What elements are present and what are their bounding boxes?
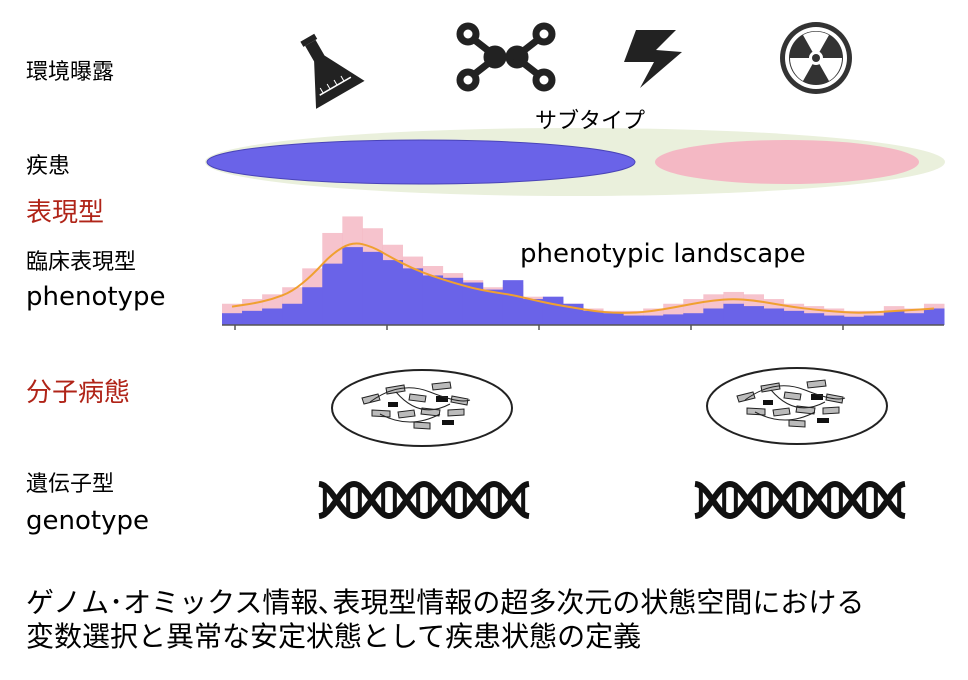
- histogram-bar: [843, 316, 865, 325]
- histogram-bar: [422, 275, 444, 325]
- histogram-bar: [603, 313, 624, 325]
- disease-label: 疾患: [26, 154, 71, 179]
- network-ellipse-left: [331, 369, 513, 447]
- histogram-bar: [342, 247, 363, 325]
- radiation-icon: [780, 22, 852, 94]
- histogram-bar: [883, 310, 905, 325]
- histogram-bar: [803, 313, 825, 325]
- histogram-bar: [542, 296, 564, 325]
- molecular-heading: 分子病態: [26, 378, 131, 408]
- histogram-bar: [643, 315, 664, 325]
- flask-icon: [300, 33, 365, 109]
- histogram-bar: [923, 308, 945, 325]
- histogram-bar: [903, 313, 925, 325]
- molecule-icon: [456, 22, 556, 92]
- histogram-bar: [723, 303, 744, 325]
- histogram-bar: [322, 263, 343, 325]
- lightning-icon: [624, 30, 682, 88]
- genotype-ja-label: 遺伝子型: [26, 472, 115, 497]
- dna-icon-left: [318, 480, 530, 520]
- histogram-bar: [262, 308, 283, 325]
- histogram-bar: [382, 260, 403, 325]
- histogram-bar: [282, 303, 303, 325]
- histogram-bar: [242, 310, 263, 325]
- phenotype-heading: 表現型: [26, 198, 105, 228]
- dna-icon-right: [694, 480, 906, 520]
- histogram-bar: [402, 268, 424, 325]
- histogram-bar: [442, 277, 464, 325]
- histogram-bar: [763, 308, 785, 325]
- phenotype-en-label: phenotype: [26, 282, 166, 312]
- subtype-a-ellipse: [206, 139, 636, 185]
- histogram-bar: [362, 251, 383, 325]
- clinical-phenotype-label: 臨床表現型: [26, 250, 137, 275]
- histogram-bar: [502, 280, 524, 325]
- histogram-bar: [222, 313, 243, 325]
- histogram-bar: [302, 287, 323, 325]
- subtype-b-ellipse: [655, 140, 919, 184]
- landscape-label: phenotypic landscape: [520, 239, 806, 269]
- network-ellipse-right: [706, 367, 888, 445]
- exposure-label: 環境曝露: [26, 60, 115, 85]
- subtype-label: サブタイプ: [535, 109, 645, 134]
- histogram-bar: [462, 282, 484, 325]
- histogram-bar: [783, 310, 805, 325]
- histogram-bar: [522, 299, 544, 325]
- histogram-bar: [683, 313, 704, 325]
- histogram-bar: [663, 314, 684, 325]
- genotype-en-label: genotype: [26, 506, 149, 536]
- histogram-bar: [703, 308, 724, 325]
- histogram-bar: [743, 306, 764, 325]
- histogram-bar: [482, 289, 504, 325]
- caption-line-1: ゲノム･オミックス情報､表現型情報の超多次元の状態空間における: [26, 586, 865, 619]
- density-curve: [231, 242, 935, 314]
- histogram-bar: [623, 315, 644, 325]
- histogram-bar: [863, 315, 885, 325]
- phenotype-histogram: [222, 216, 945, 330]
- caption-line-2: 変数選択と異常な安定状態として疾患状態の定義: [26, 620, 642, 653]
- histogram-bar: [823, 315, 845, 325]
- histogram-bar: [583, 310, 604, 325]
